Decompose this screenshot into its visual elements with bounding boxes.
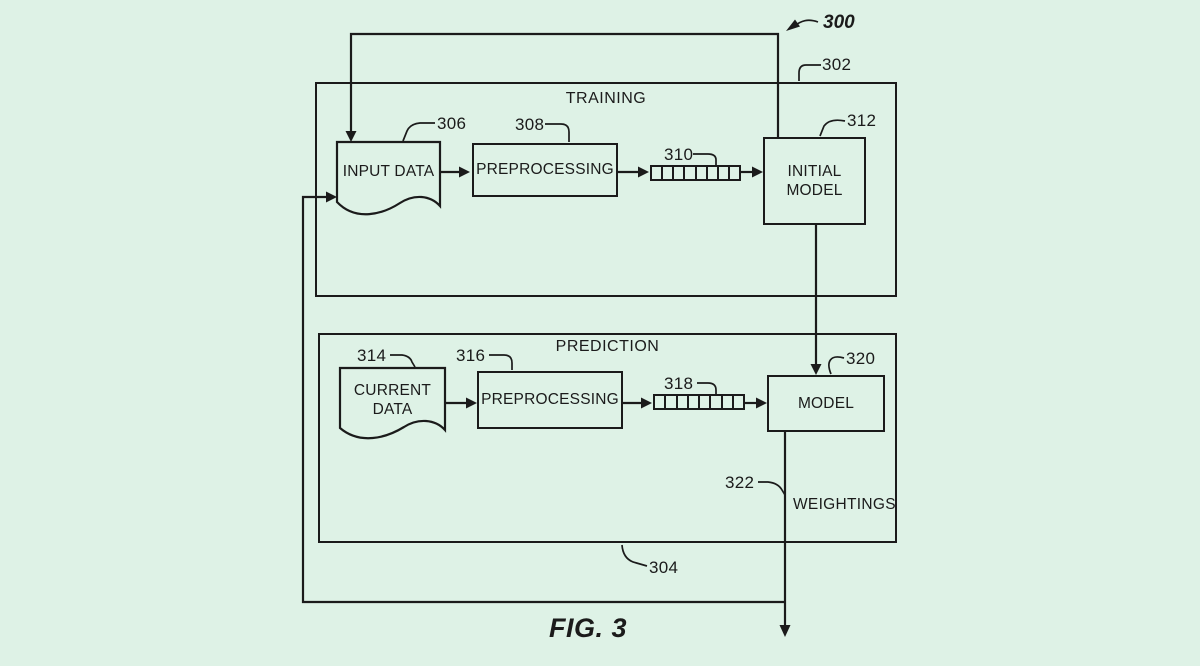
arrowhead-weightings-out	[779, 625, 791, 637]
leader-302	[798, 64, 821, 81]
leader-304	[621, 544, 648, 567]
leader-322	[758, 481, 786, 496]
leader-308	[545, 123, 570, 142]
ref-304: 304	[649, 558, 679, 577]
leader-320	[828, 356, 845, 375]
initial-model-box: INITIAL MODEL	[763, 137, 866, 225]
training-title: TRAINING	[565, 90, 647, 107]
leader-318	[697, 382, 717, 394]
ref-314: 314	[357, 346, 387, 365]
preprocessing-prediction-box: PREPROCESSING	[477, 371, 623, 429]
input-data-document-shape	[335, 140, 442, 216]
arrowhead-into-input-data-left	[326, 191, 337, 203]
ref-322: 322	[725, 473, 755, 492]
weightings-label: WEIGHTINGS	[793, 496, 896, 513]
feature-vector-318	[653, 394, 745, 410]
ref-310: 310	[664, 145, 694, 164]
leader-314	[390, 354, 416, 368]
initial-model-label: INITIAL MODEL	[786, 162, 843, 199]
leader-316	[489, 354, 513, 370]
current-data-document-shape	[338, 366, 447, 440]
ref-306: 306	[437, 114, 467, 133]
model-box: MODEL	[767, 375, 885, 432]
ref-302: 302	[822, 55, 852, 74]
preprocessing-training-box: PREPROCESSING	[472, 143, 618, 197]
ref-320: 320	[846, 349, 876, 368]
feature-vector-310	[650, 165, 741, 181]
leader-310	[693, 153, 717, 165]
ref-300: 300	[823, 12, 855, 33]
ref-316: 316	[456, 346, 486, 365]
training-section-box	[315, 82, 897, 297]
vector-cell	[731, 394, 745, 410]
leader-306	[402, 122, 435, 142]
ref-308: 308	[515, 115, 545, 134]
prediction-title: PREDICTION	[555, 338, 660, 355]
ref-312: 312	[847, 111, 877, 130]
arrowhead-into-input-data-top	[345, 131, 357, 142]
input-data-label: INPUT DATA	[342, 162, 435, 180]
leader-312	[819, 119, 846, 137]
vector-cell	[727, 165, 741, 181]
figure-caption: FIG. 3	[549, 613, 628, 643]
current-data-label: CURRENT DATA	[353, 381, 432, 418]
prediction-section-box	[318, 333, 897, 543]
ref-318: 318	[664, 374, 694, 393]
